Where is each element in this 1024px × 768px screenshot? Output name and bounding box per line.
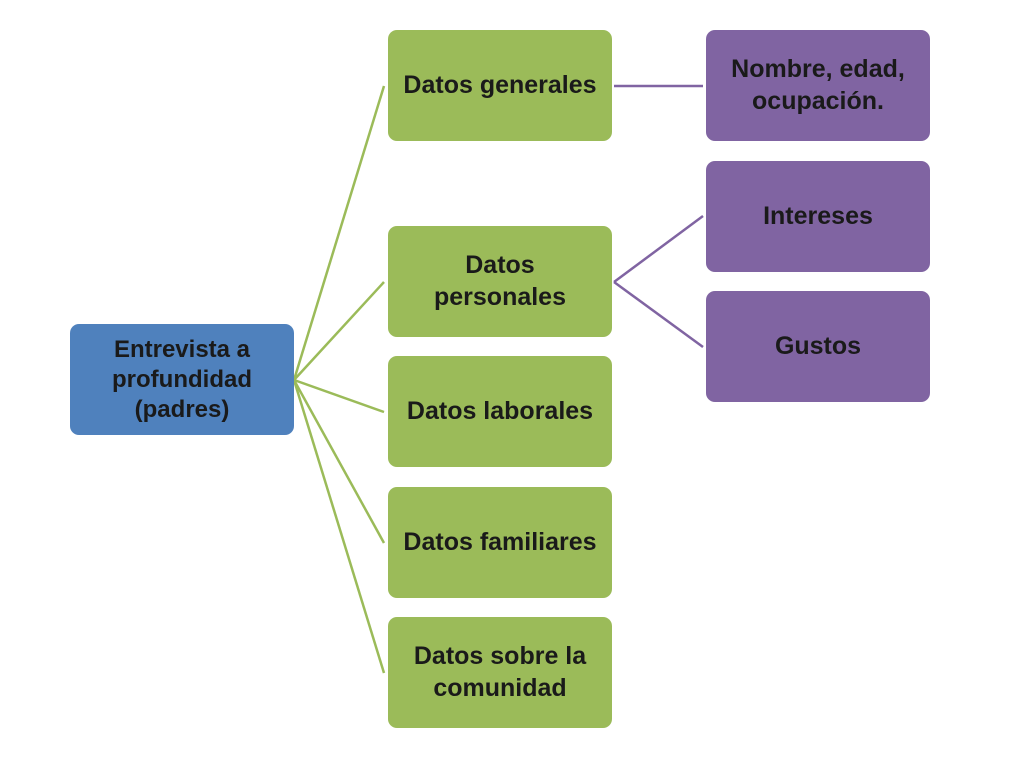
detail-node-gustos: Gustos bbox=[706, 291, 930, 402]
detail-label: Intereses bbox=[763, 201, 873, 230]
root-node-entrevista: Entrevista a profundidad (padres) bbox=[70, 324, 294, 435]
root-node-label: Entrevista a profundidad (padres) bbox=[112, 335, 252, 423]
connector-root-generales bbox=[292, 85, 386, 381]
connector-root-familiares bbox=[292, 379, 386, 544]
connector-root-laborales bbox=[293, 378, 385, 414]
detail-label: Nombre, edad, ocupación. bbox=[731, 55, 905, 115]
category-node-datos-generales: Datos generales bbox=[388, 30, 612, 141]
category-node-datos-laborales: Datos laborales bbox=[388, 356, 612, 467]
connector-root-comunidad bbox=[292, 379, 386, 674]
category-label: Datos sobre la comunidad bbox=[413, 642, 587, 702]
category-label: Datos generales bbox=[403, 70, 597, 99]
category-label: Datos laborales bbox=[406, 396, 594, 425]
detail-label: Gustos bbox=[774, 331, 862, 360]
connector-personales-gustos bbox=[613, 280, 704, 349]
connector-personales-intereses bbox=[613, 214, 704, 284]
detail-node-nombre-edad-ocupacion: Nombre, edad, ocupación. bbox=[706, 30, 930, 141]
detail-node-intereses: Intereses bbox=[706, 161, 930, 272]
category-label: Datos personales bbox=[433, 251, 566, 311]
category-node-datos-familiares: Datos familiares bbox=[388, 487, 612, 598]
category-node-datos-personales: Datos personales bbox=[388, 226, 612, 337]
connector-root-personales bbox=[293, 281, 385, 381]
category-node-datos-comunidad: Datos sobre la comunidad bbox=[388, 617, 612, 728]
category-label: Datos familiares bbox=[403, 527, 597, 556]
